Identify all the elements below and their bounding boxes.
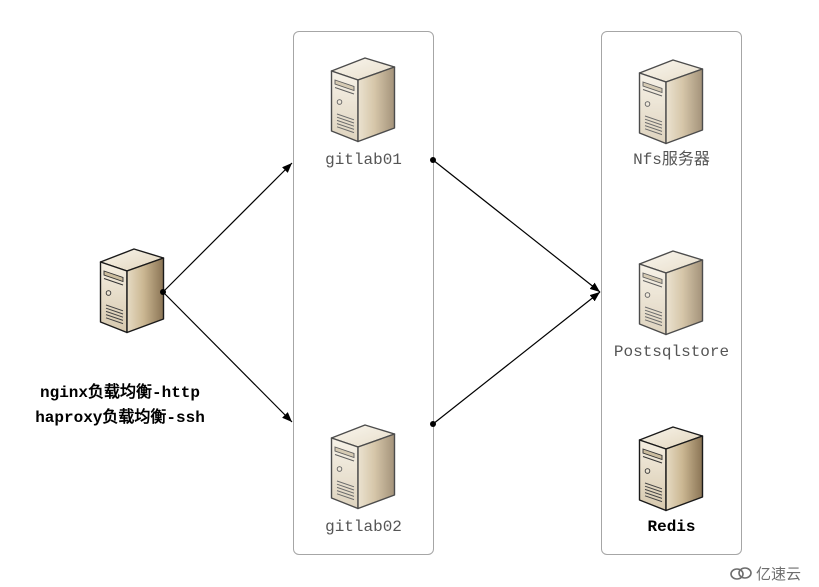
cloud-logo-icon bbox=[730, 567, 752, 580]
server-icon bbox=[330, 55, 396, 143]
node-label-nfs: Nfs服务器 bbox=[633, 151, 710, 169]
node-label-gitlab02: gitlab02 bbox=[325, 518, 402, 536]
server-icon bbox=[638, 57, 704, 145]
server-icon bbox=[330, 422, 396, 510]
arrow-gitlab02-to-storage bbox=[432, 291, 601, 425]
watermark-text: 亿速云 bbox=[756, 564, 802, 583]
load-balancer-label: nginx负载均衡-http haproxy负载均衡-ssh bbox=[0, 381, 240, 431]
server-icon bbox=[638, 424, 704, 512]
arrow-gitlab01-to-storage bbox=[432, 159, 601, 293]
watermark: 亿速云 bbox=[729, 563, 801, 583]
server-icon bbox=[99, 246, 165, 334]
load-balancer-label-http: nginx负载均衡-http bbox=[39, 384, 201, 402]
node-label-redis: Redis bbox=[647, 518, 696, 536]
node-label-gitlab01: gitlab01 bbox=[325, 151, 402, 169]
load-balancer-label-ssh: haproxy负载均衡-ssh bbox=[35, 409, 205, 427]
arrow-lb-to-gitlab01 bbox=[162, 162, 293, 293]
server-icon bbox=[638, 248, 704, 336]
node-label-postsqlstore: Postsqlstore bbox=[613, 343, 730, 361]
